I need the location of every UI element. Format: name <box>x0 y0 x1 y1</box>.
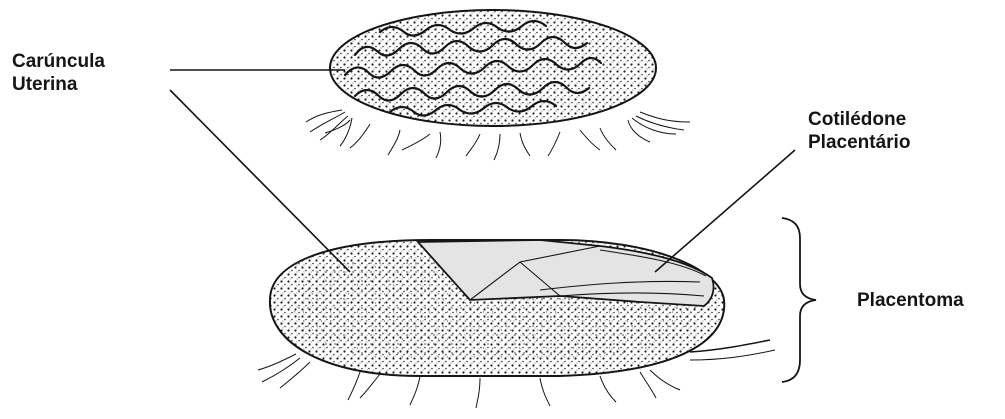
placentome-illustration <box>258 240 775 408</box>
caruncle-leader-bottom <box>170 90 350 272</box>
uterine-caruncle-illustration <box>306 10 690 160</box>
label-cotiledone-line1: Cotilédone <box>808 108 910 131</box>
cotyledon-leader <box>655 150 795 272</box>
label-placentoma: Placentoma <box>857 289 964 312</box>
label-caruncula-line1: Carúncula <box>12 50 105 73</box>
label-cotiledone-line2: Placentário <box>808 131 910 154</box>
label-caruncula-line2: Uterina <box>12 73 105 96</box>
label-caruncula-uterina: Carúncula Uterina <box>12 50 105 96</box>
label-cotiledone-placentario: Cotilédone Placentário <box>808 108 910 154</box>
placentoma-brace <box>782 218 816 382</box>
caruncle-body <box>330 10 656 126</box>
